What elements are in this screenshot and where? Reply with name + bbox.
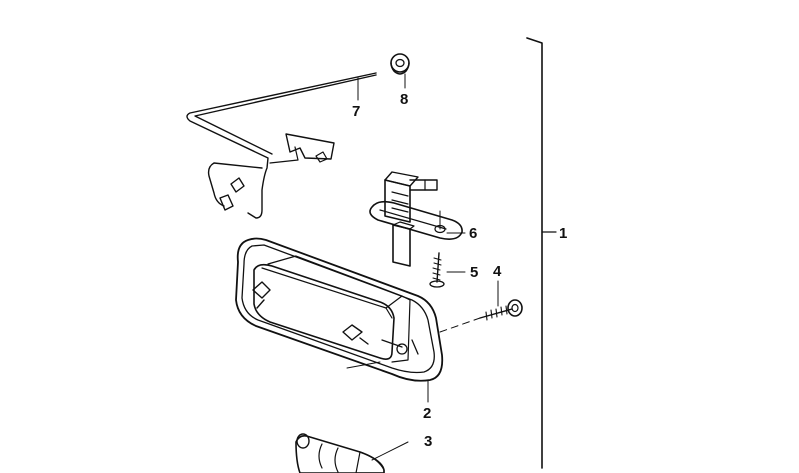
callout-7: 7 <box>352 103 360 120</box>
grommet-part <box>390 53 410 89</box>
callout-3: 3 <box>424 433 432 450</box>
wire-rod-part <box>186 72 377 219</box>
screw-washer-part <box>479 280 523 321</box>
callout-4: 4 <box>493 263 502 280</box>
screw-small-part <box>429 252 466 288</box>
assembly-bracket <box>526 37 557 469</box>
callout-2: 2 <box>423 405 431 422</box>
callout-8: 8 <box>400 91 408 108</box>
bulb-part <box>295 433 409 473</box>
switch-part <box>369 171 466 267</box>
callout-6: 6 <box>469 225 477 242</box>
callout-5: 5 <box>470 264 478 281</box>
lamp-housing-part <box>235 237 481 403</box>
callout-1: 1 <box>559 225 567 242</box>
